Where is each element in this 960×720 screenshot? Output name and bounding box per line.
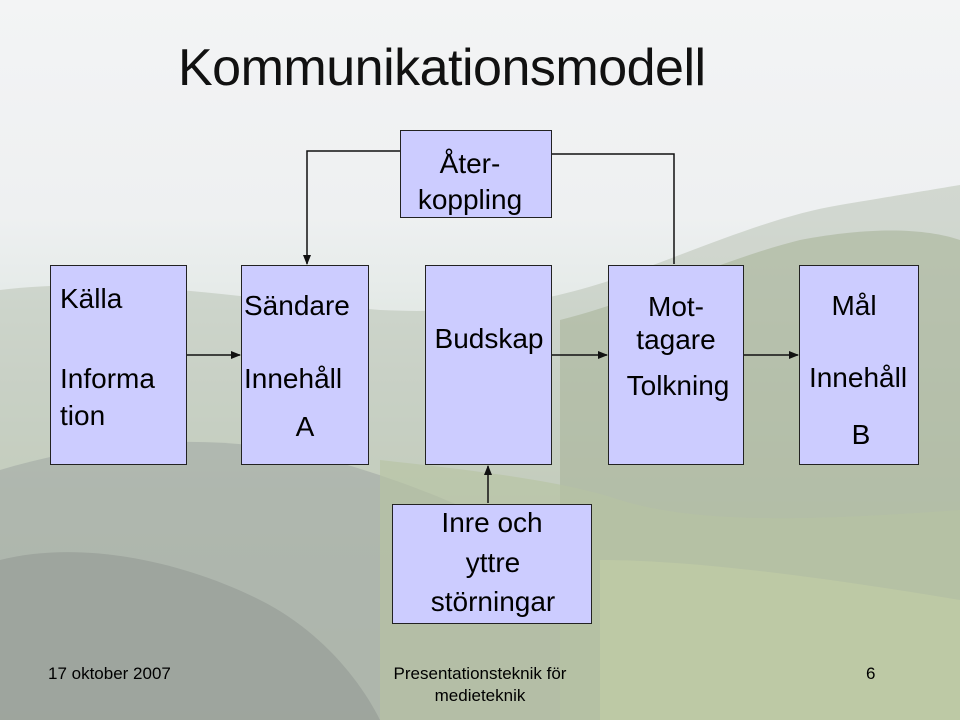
sender-box	[241, 265, 369, 465]
receiver-box	[608, 265, 744, 465]
noise-label-line3: störningar	[430, 586, 556, 617]
noise-box	[392, 504, 592, 624]
footer-page-number: 6	[866, 664, 876, 683]
noise-label-line2: yttre	[465, 547, 521, 578]
source-label: Källa	[60, 283, 123, 314]
receiver-label-line1: Mot-	[648, 291, 704, 322]
sender-label: Sändare	[244, 290, 350, 321]
receiver-content: Tolkning	[626, 370, 730, 401]
source-content-line1: Informa	[60, 363, 155, 394]
goal-label: Mål	[831, 290, 877, 321]
receiver-label-line2: tagare	[636, 324, 716, 355]
source-content-line2: tion	[60, 400, 106, 431]
feedback-label-line2: koppling	[417, 184, 523, 215]
message-box	[425, 265, 552, 465]
goal-letter: B	[851, 419, 871, 450]
arrow-feedback-to-sender	[303, 150, 400, 265]
goal-content: Innehåll	[808, 362, 908, 393]
feedback-label-line1: Åter-	[439, 148, 501, 179]
footer-course-line1: Presentationsteknik för	[393, 664, 567, 683]
page-title: Kommunikationsmodell	[178, 39, 706, 97]
sender-letter: A	[295, 411, 315, 442]
feedback-box	[400, 130, 552, 218]
goal-box	[799, 265, 919, 465]
footer-course-line2: medieteknik	[434, 686, 526, 705]
footer-date: 17 oktober 2007	[48, 664, 171, 683]
line-receiver-to-feedback	[552, 153, 675, 264]
source-box	[50, 265, 187, 465]
noise-label-line1: Inre och	[441, 507, 543, 538]
message-label: Budskap	[434, 323, 544, 354]
sender-content: Innehåll	[244, 363, 343, 394]
